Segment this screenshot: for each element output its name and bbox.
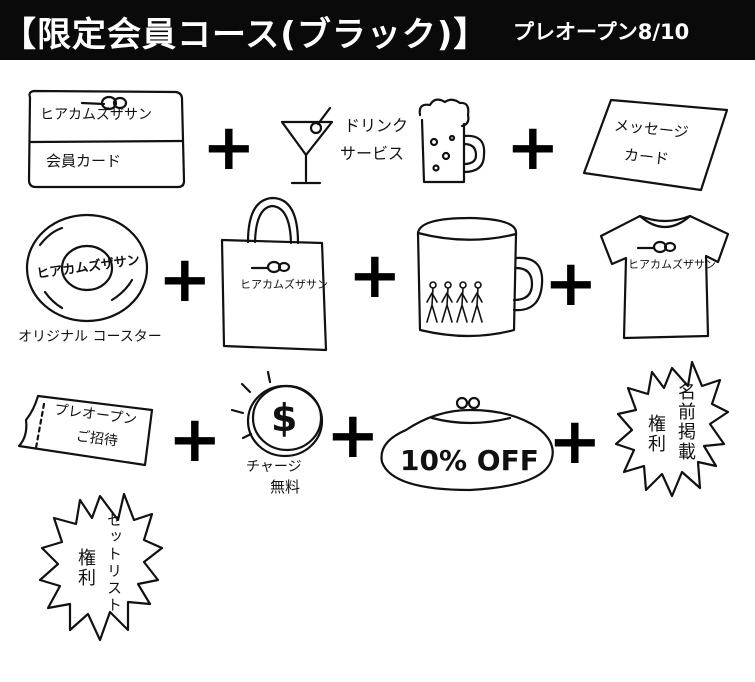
dollar-icon: $ xyxy=(271,396,298,440)
cocktail-glass-icon xyxy=(280,106,334,185)
plus-sign: + xyxy=(326,399,380,473)
plus-sign: + xyxy=(202,111,256,185)
discount-label: 10% OFF xyxy=(400,444,539,477)
name-listing-col2: 権利 xyxy=(645,414,666,454)
member-card-label: 会員カード xyxy=(46,152,122,170)
tote-bag-brand: ヒアカムズザサン xyxy=(240,278,328,291)
tshirt-illustration xyxy=(599,214,730,340)
page-title: 【限定会員コース(ブラック)】 xyxy=(2,15,489,55)
guitar-icon xyxy=(250,260,291,274)
charge-free-line1: チャージ xyxy=(246,459,302,475)
name-listing-col1: 名前掲載 xyxy=(675,382,696,462)
plus-sign: + xyxy=(506,111,560,185)
tshirt-brand: ヒアカムズザサン xyxy=(628,258,716,271)
drink-service-line1: ドリンク xyxy=(344,116,409,135)
page-subtitle: プレオープン8/10 xyxy=(513,20,690,44)
setlist-col2: 権利 xyxy=(75,548,96,588)
plus-sign: + xyxy=(544,247,598,321)
coaster-illustration xyxy=(25,213,149,323)
plus-sign: + xyxy=(158,243,212,317)
guitar-icon xyxy=(636,240,677,254)
setlist-col1: セットリスト xyxy=(105,512,123,614)
plus-sign: + xyxy=(168,403,222,477)
title-banner: 【限定会員コース(ブラック)】 プレオープン8/10 xyxy=(0,0,755,60)
walking-figures-icon xyxy=(426,281,483,323)
plus-sign: + xyxy=(548,405,602,479)
guitar-icon xyxy=(80,95,128,111)
coin-illustration xyxy=(230,370,324,458)
charge-free-line2: 無料 xyxy=(270,478,301,496)
ticket-illustration xyxy=(17,394,154,467)
coaster-label: オリジナル コースター xyxy=(18,329,162,345)
burst-name-listing xyxy=(614,360,730,498)
member-card-brand: ヒアカムズザサン xyxy=(40,107,152,123)
drink-service-line2: サービス xyxy=(340,144,405,163)
mug-illustration xyxy=(416,216,544,338)
coin-purse-illustration xyxy=(380,396,554,492)
member-card-illustration xyxy=(27,89,186,189)
message-card-illustration xyxy=(582,98,729,192)
beer-mug-icon xyxy=(418,98,486,184)
plus-sign: + xyxy=(348,239,402,313)
burst-setlist xyxy=(38,492,164,642)
tote-bag-illustration xyxy=(220,196,328,352)
